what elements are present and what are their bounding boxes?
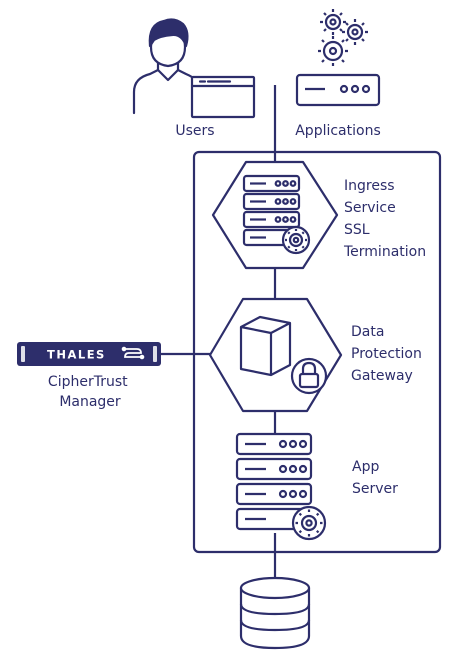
gear-icon <box>342 19 368 45</box>
system-container <box>192 150 442 554</box>
ciphertrust-label: CipherTrust Manager <box>48 374 132 410</box>
gear-icon <box>281 225 311 255</box>
ingress-label: Ingress Service SSL Termination <box>343 178 426 260</box>
thales-logo-icon <box>121 346 145 360</box>
gateway-label: Data Protection Gateway <box>351 324 426 384</box>
thales-brand-text: THALES <box>47 348 106 362</box>
app-server-icon <box>235 432 327 541</box>
users-icon <box>132 18 256 119</box>
gear-icon <box>318 36 348 66</box>
thales-appliance-icon: THALES <box>17 342 161 366</box>
gear-icon <box>320 9 346 35</box>
gear-icon <box>291 505 327 541</box>
lock-icon <box>290 357 328 395</box>
connector-lines <box>160 85 277 578</box>
cube-icon <box>239 315 292 377</box>
database-icon <box>239 576 311 650</box>
applications-label: Applications <box>295 123 381 139</box>
ingress-hexagon-icon <box>211 160 339 270</box>
gateway-hexagon-icon <box>208 297 343 413</box>
applications-icon <box>295 9 381 107</box>
users-label: Users <box>175 123 214 139</box>
app-server-label: App Server <box>352 459 398 497</box>
server-stack-icon <box>242 174 301 247</box>
